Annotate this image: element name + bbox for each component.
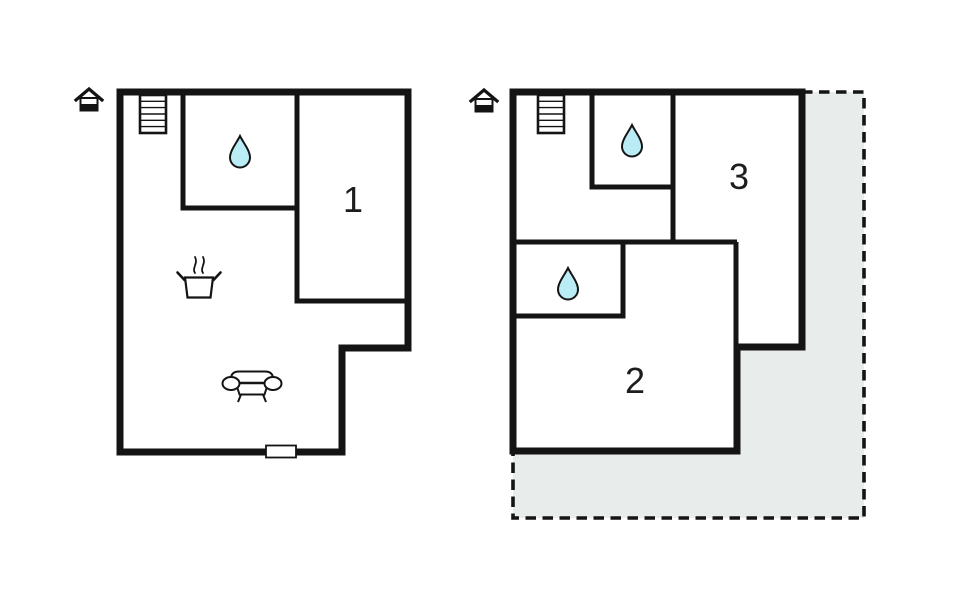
staircase-icon — [138, 93, 168, 135]
steam-line — [201, 256, 205, 274]
pot-handle — [212, 271, 222, 282]
window-opening-icon — [265, 444, 297, 459]
sofa-leg — [237, 394, 242, 403]
floor-1-plan: 1 — [74, 87, 412, 459]
sofa-armrest — [263, 376, 283, 391]
house-icon — [469, 88, 499, 114]
interior-walls — [180, 92, 408, 304]
staircase-icon — [536, 93, 566, 135]
stove-pot-icon — [176, 256, 222, 299]
bathroom-wall — [180, 92, 299, 211]
sofa-leg — [262, 394, 267, 403]
sofa-base — [235, 383, 269, 396]
house-icon — [74, 87, 104, 113]
room-label-3: 3 — [729, 156, 749, 197]
sofa-back — [230, 370, 274, 383]
pot-body — [183, 276, 215, 299]
sofa-armrest — [221, 376, 241, 391]
interior-walls — [513, 92, 739, 348]
exterior-walls — [116, 88, 412, 456]
steam-line — [193, 256, 197, 274]
bathroom-2-wall — [513, 242, 626, 319]
room-label-1: 1 — [343, 179, 363, 220]
sofa-icon — [221, 370, 283, 403]
room-label-2: 2 — [625, 360, 645, 401]
floor-2-plan: 3 2 — [469, 88, 866, 520]
pot-handle — [176, 271, 186, 282]
bathroom-1-wall — [589, 92, 675, 190]
